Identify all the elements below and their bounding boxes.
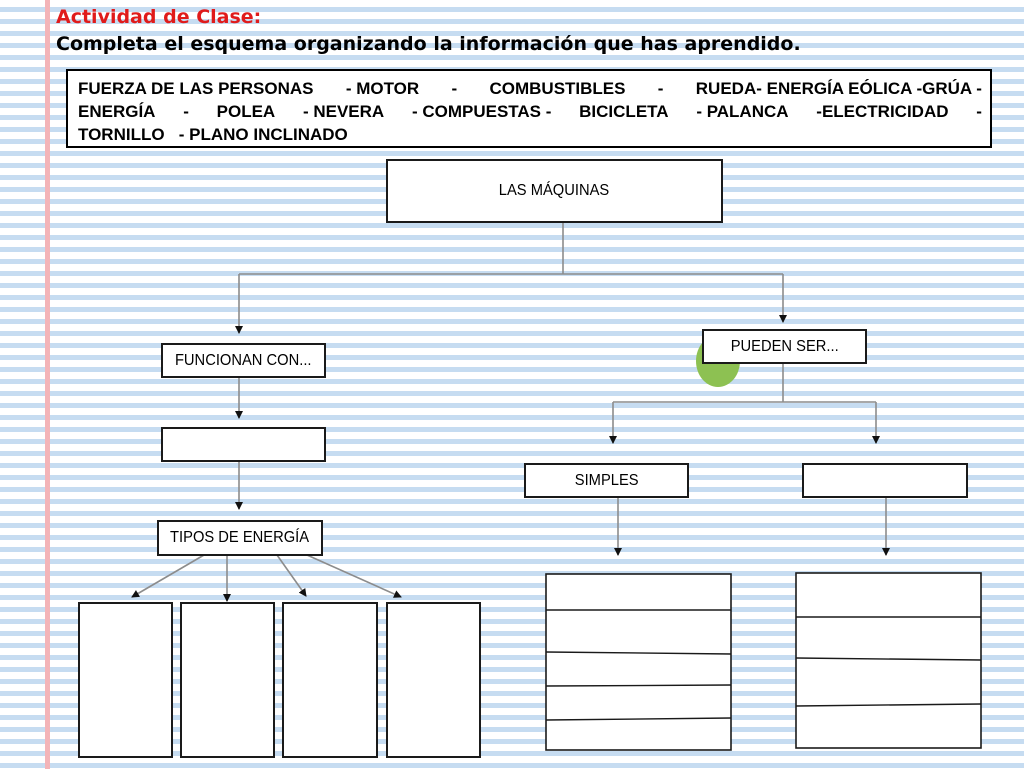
blank-compound-box[interactable]	[802, 463, 968, 498]
word-bank-item: RUEDA- ENERGÍA EÓLICA -GRÚA -	[695, 79, 982, 98]
word-bank-item: -	[451, 79, 458, 98]
word-bank-line-1: FUERZA DE LAS PERSONAS - MOTOR - COMBUST…	[78, 77, 982, 100]
compound-machines-table	[795, 572, 982, 749]
word-bank: FUERZA DE LAS PERSONAS - MOTOR - COMBUST…	[66, 69, 992, 148]
box-simples: SIMPLES	[524, 463, 689, 498]
root-box-las-maquinas: LAS MÁQUINAS	[386, 159, 723, 223]
compound-table-row-divider	[795, 657, 982, 661]
energy-type-slot-3[interactable]	[282, 602, 378, 758]
simple-table-row-divider	[545, 651, 732, 655]
word-bank-item: TORNILLO - PLANO INCLINADO	[78, 125, 348, 144]
energy-type-slot-4[interactable]	[386, 602, 481, 758]
word-bank-item: -	[976, 102, 982, 121]
word-bank-item: ENERGÍA	[78, 102, 156, 121]
root-label: LAS MÁQUINAS	[499, 182, 610, 199]
connector-arrow	[276, 554, 307, 597]
word-bank-item: -ELECTRICIDAD	[816, 102, 949, 121]
word-bank-item: FUERZA DE LAS PERSONAS	[78, 79, 314, 98]
word-bank-item: - COMPUESTAS -	[411, 102, 552, 121]
word-bank-item: - PALANCA	[696, 102, 789, 121]
blank-energy-source-box[interactable]	[161, 427, 326, 462]
box-tipos-de-energia: TIPOS DE ENERGÍA	[157, 520, 323, 556]
simple-machines-table	[545, 573, 732, 751]
notebook-margin-line	[45, 0, 50, 769]
box-funcionan-con: FUNCIONAN CON...	[161, 343, 326, 378]
connector-arrow	[306, 554, 402, 598]
funcionan-con-label: FUNCIONAN CON...	[175, 351, 312, 369]
word-bank-item: POLEA	[216, 102, 276, 121]
word-bank-item: - NEVERA	[302, 102, 385, 121]
pueden-ser-label: PUEDEN SER...	[730, 337, 839, 355]
simple-table-row-divider	[545, 717, 732, 721]
word-bank-line-2: ENERGÍA - POLEA - NEVERA - COMPUESTAS - …	[78, 100, 982, 123]
word-bank-item: -	[183, 102, 189, 121]
connector-arrow	[131, 554, 205, 598]
word-bank-item: -	[657, 79, 664, 98]
word-bank-item: - MOTOR	[345, 79, 420, 98]
energy-type-slot-1[interactable]	[78, 602, 173, 758]
word-bank-item: BICICLETA	[579, 102, 669, 121]
simple-table-row-divider	[545, 684, 732, 687]
activity-instruction: Completa el esquema organizando la infor…	[56, 33, 801, 55]
compound-table-row-divider	[795, 703, 982, 707]
simples-label: SIMPLES	[574, 471, 639, 489]
word-bank-line-3: TORNILLO - PLANO INCLINADO	[78, 123, 982, 146]
tipos-de-energia-label: TIPOS DE ENERGÍA	[170, 529, 310, 546]
activity-title: Actividad de Clase:	[56, 6, 262, 28]
word-bank-item: COMBUSTIBLES	[489, 79, 626, 98]
box-pueden-ser: PUEDEN SER...	[702, 329, 867, 364]
energy-type-slot-2[interactable]	[180, 602, 275, 758]
